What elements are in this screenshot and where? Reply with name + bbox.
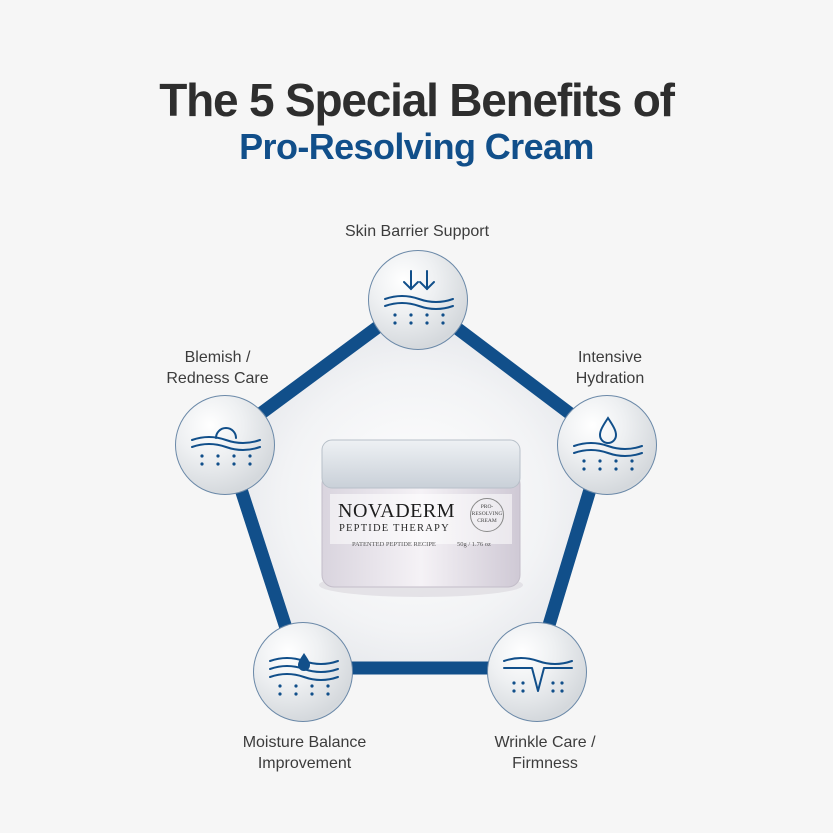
hydration-drop-icon bbox=[573, 416, 643, 471]
benefit-circle-blemish-care bbox=[175, 395, 275, 495]
product-line: PEPTIDE THERAPY bbox=[339, 523, 450, 534]
product-badge-line3: CREAM bbox=[477, 518, 497, 524]
product-badge: PRO- RESOLVING CREAM bbox=[470, 498, 504, 532]
product-badge-line1: PRO- bbox=[480, 504, 494, 510]
benefit-label-blemish-care: Blemish / Redness Care bbox=[166, 349, 269, 387]
skin-barrier-icon bbox=[384, 270, 454, 325]
wrinkle-care-icon bbox=[503, 657, 573, 693]
benefit-label-skin-barrier: Skin Barrier Support bbox=[344, 223, 490, 240]
product-recipe: PATENTED PEPTIDE RECIPE bbox=[352, 541, 436, 548]
benefit-circle-skin-barrier bbox=[368, 250, 468, 350]
benefit-circle-wrinkle-care bbox=[487, 622, 587, 722]
page-subtitle: Pro-Resolving Cream bbox=[239, 126, 594, 167]
benefit-label-hydration: Intensive Hydration bbox=[575, 349, 645, 387]
moisture-balance-icon bbox=[269, 653, 339, 696]
product-brand: NOVADERM bbox=[338, 500, 455, 522]
benefit-circle-hydration bbox=[557, 395, 657, 495]
product-volume: 50g / 1.76 oz bbox=[457, 541, 491, 548]
product-badge-line2: RESOLVING bbox=[471, 511, 503, 517]
page-title: The 5 Special Benefits of bbox=[159, 74, 675, 126]
benefit-circle-moisture-balance bbox=[253, 622, 353, 722]
blemish-care-icon bbox=[191, 427, 261, 466]
benefit-label-wrinkle-care: Wrinkle Care / Firmness bbox=[494, 734, 596, 772]
benefit-label-moisture-balance: Moisture Balance Improvement bbox=[242, 734, 367, 772]
product-jar bbox=[319, 439, 523, 597]
